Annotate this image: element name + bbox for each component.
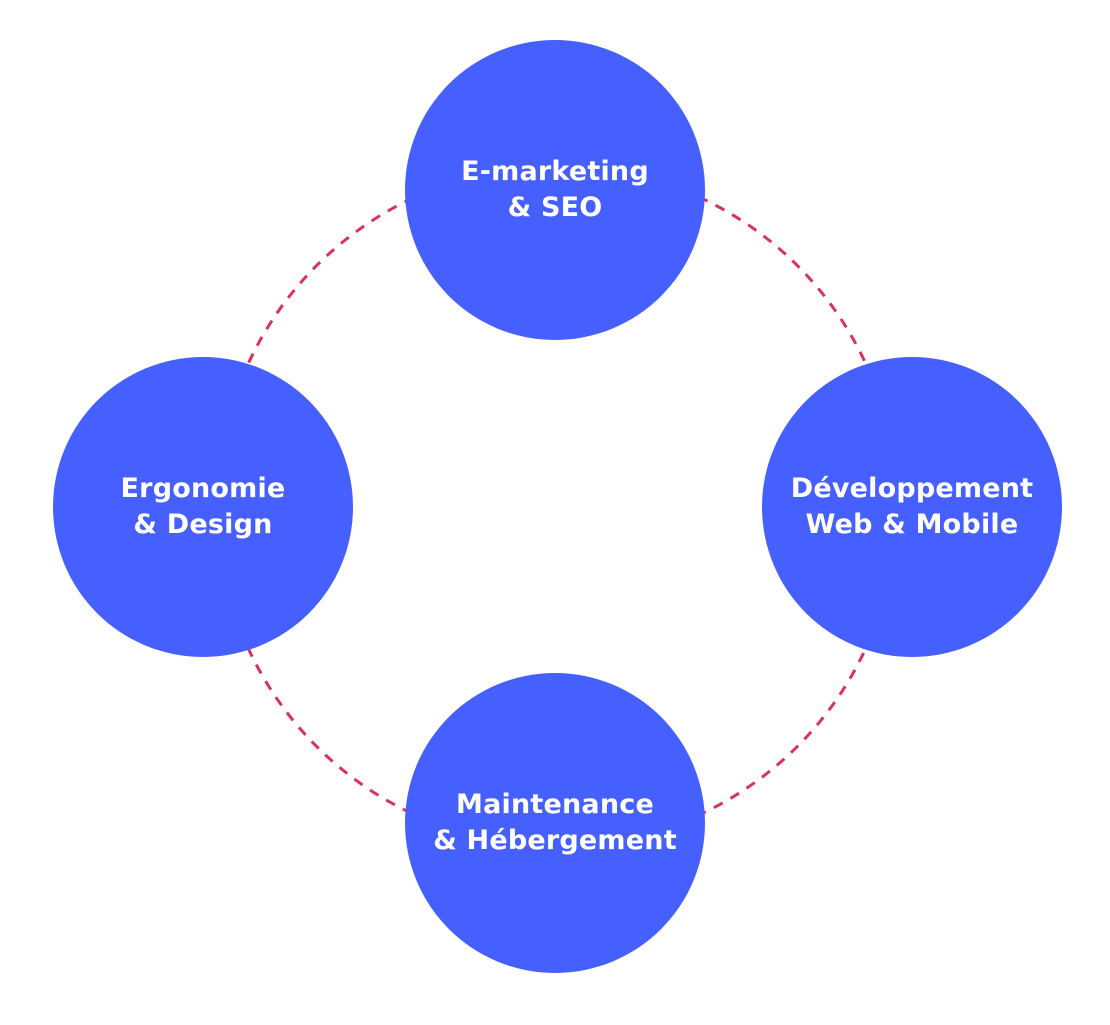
node-emarketing-seo: E-marketing & SEO: [405, 40, 705, 340]
node-developpement-web-mobile-line2: Web & Mobile: [805, 509, 1019, 540]
node-emarketing-seo-line1: E-marketing: [461, 156, 649, 187]
node-maintenance-hebergement-line1: Maintenance: [456, 789, 654, 820]
node-ergonomie-design: Ergonomie & Design: [53, 357, 353, 657]
node-emarketing-seo-line2: & SEO: [507, 192, 603, 223]
node-developpement-web-mobile: Développement Web & Mobile: [762, 357, 1062, 657]
node-developpement-web-mobile-line1: Développement: [790, 473, 1034, 504]
node-ergonomie-design-line2: & Design: [133, 509, 273, 540]
node-maintenance-hebergement-line2: & Hébergement: [433, 825, 677, 856]
node-maintenance-hebergement: Maintenance & Hébergement: [405, 673, 705, 973]
node-ergonomie-design-line1: Ergonomie: [120, 473, 286, 504]
